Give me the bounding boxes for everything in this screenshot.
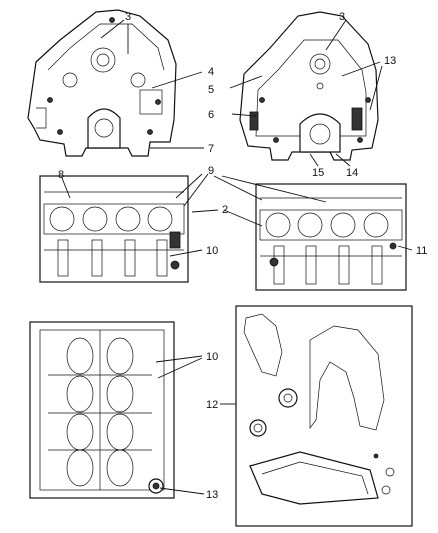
callout-10-bottom: 10 bbox=[206, 351, 218, 363]
callout-4: 4 bbox=[208, 66, 214, 78]
callouts: 3 3 4 5 6 7 13 15 14 8 9 2 10 11 10 12 1… bbox=[58, 11, 427, 501]
gasket-kit-box bbox=[235, 305, 413, 527]
callout-13-bottom: 13 bbox=[206, 489, 218, 501]
engine-block-bottom-view bbox=[29, 321, 175, 499]
callout-14: 14 bbox=[346, 167, 358, 179]
engine-block-side-left bbox=[39, 175, 189, 283]
engine-block-front-right bbox=[239, 11, 379, 161]
callout-3-left: 3 bbox=[125, 11, 131, 23]
callout-2: 2 bbox=[222, 204, 228, 216]
callout-7: 7 bbox=[208, 143, 214, 155]
callout-10-middle: 10 bbox=[206, 245, 218, 257]
engine-block-side-right bbox=[255, 183, 407, 291]
callout-13-top: 13 bbox=[384, 55, 396, 67]
callout-11: 11 bbox=[416, 245, 427, 257]
callout-5: 5 bbox=[208, 84, 214, 96]
callout-8: 8 bbox=[58, 169, 64, 181]
callout-9: 9 bbox=[208, 165, 214, 177]
engine-block-front-left bbox=[27, 9, 177, 157]
callout-6: 6 bbox=[208, 109, 214, 121]
callout-3-right: 3 bbox=[339, 11, 345, 23]
callout-15: 15 bbox=[312, 167, 324, 179]
leader-lines bbox=[61, 19, 413, 495]
callout-12: 12 bbox=[206, 399, 218, 411]
